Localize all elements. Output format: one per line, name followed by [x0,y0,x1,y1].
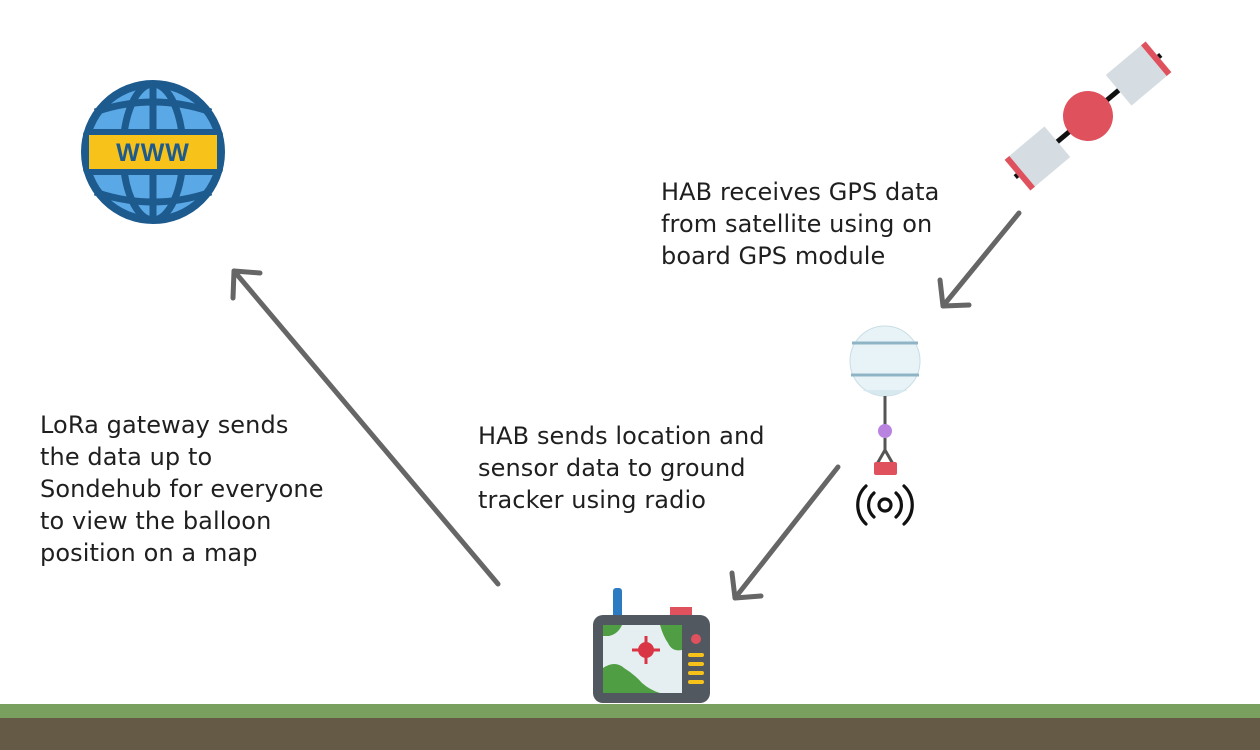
balloon-icon [849,325,921,475]
caption-radio: HAB sends location and sensor data to gr… [478,422,765,514]
www-globe-icon: WWW [81,80,225,224]
radio-signal-icon [856,484,914,526]
ground-soil [0,718,1260,750]
arrow-balloon-to-tracker [729,464,841,601]
caption-lora: LoRa gateway sends the data up to Sondeh… [40,411,324,567]
arrow-satellite-to-balloon [937,210,1022,309]
satellite-icon [1004,41,1172,191]
ground-tracker-icon [593,588,710,703]
arrow-tracker-to-internet [230,268,501,587]
caption-gps: HAB receives GPS data from satellite usi… [661,178,940,270]
ground-grass [0,704,1260,718]
globe-label: WWW [116,139,190,167]
